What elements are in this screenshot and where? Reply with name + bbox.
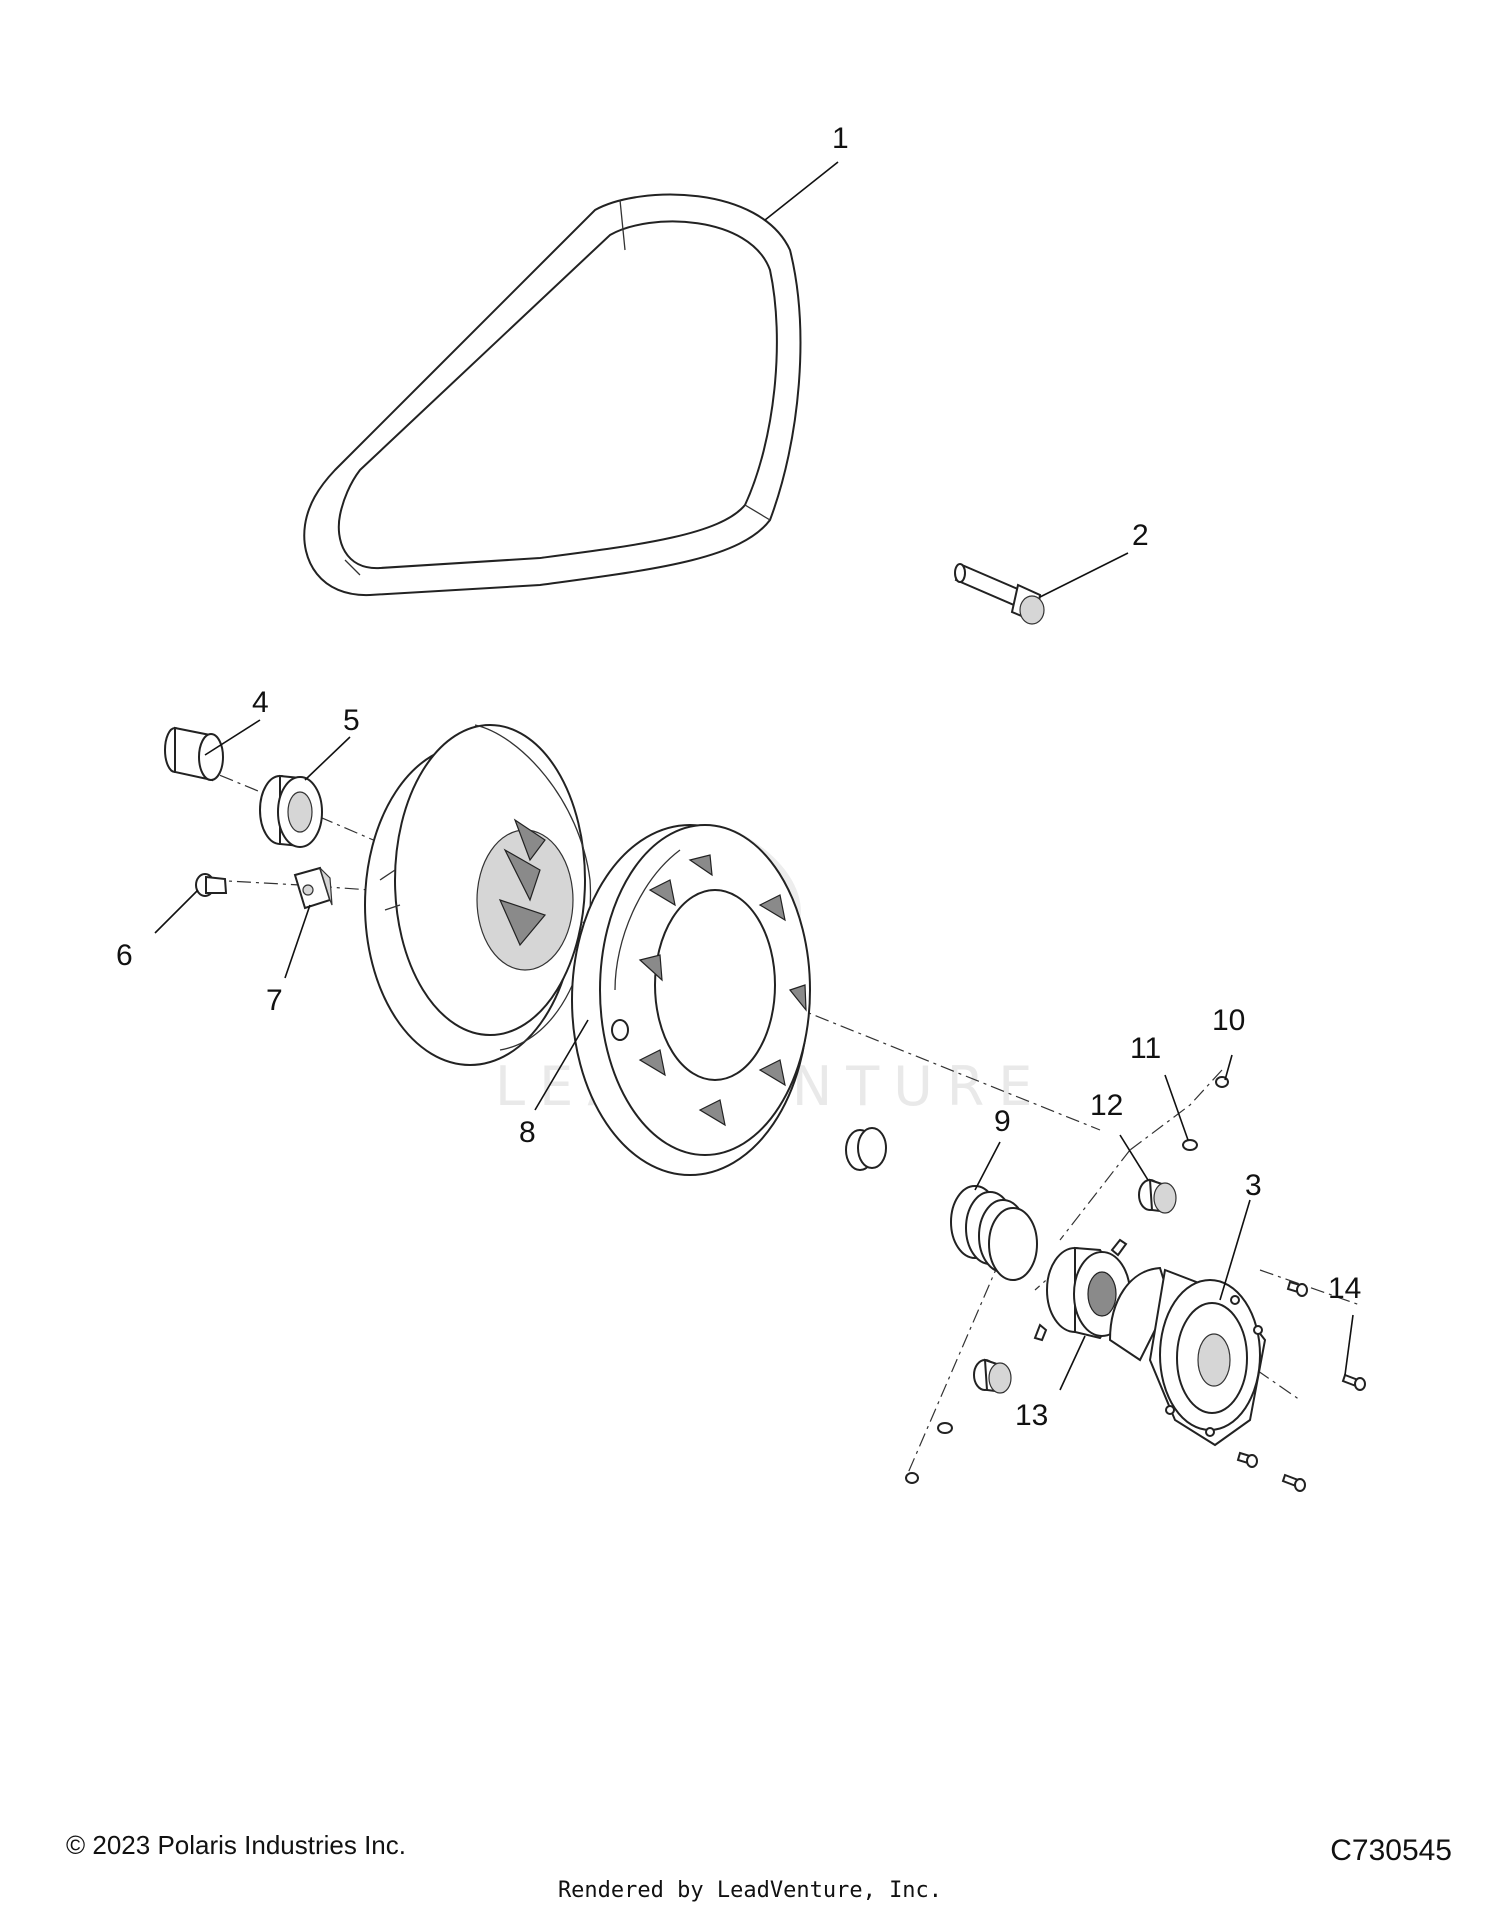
callout-13: 13: [1015, 1399, 1048, 1432]
callout-5: 5: [343, 704, 360, 737]
copyright-notice: © 2023 Polaris Industries Inc.: [66, 1830, 406, 1860]
slider-block[interactable]: [293, 866, 333, 910]
leader-lines: [154, 161, 1354, 1391]
cover-plate[interactable]: [1108, 1266, 1267, 1447]
roller-pin[interactable]: [195, 873, 228, 897]
drawing-code: C730545: [1330, 1834, 1452, 1867]
compression-spring[interactable]: [950, 1185, 1038, 1281]
bearing[interactable]: [259, 774, 323, 848]
retaining-ring-lower[interactable]: [905, 1472, 919, 1484]
callout-4: 4: [252, 686, 269, 719]
callout-2: 2: [1132, 519, 1149, 552]
helix-cam[interactable]: [1033, 1238, 1131, 1342]
callout-labels: 1 2 3 4 5 6 7 8 9 10 11 12 13 14: [116, 122, 1361, 1432]
callout-10: 10: [1212, 1004, 1245, 1037]
cam-roller-lower[interactable]: [973, 1358, 1012, 1394]
spring-seat[interactable]: [845, 1127, 887, 1171]
washer-lower[interactable]: [937, 1422, 953, 1434]
callout-6: 6: [116, 939, 133, 972]
washer-upper[interactable]: [1182, 1139, 1198, 1151]
drive-belt[interactable]: [303, 193, 802, 597]
callout-14: 14: [1328, 1272, 1361, 1305]
bushing[interactable]: [164, 726, 224, 782]
callout-8: 8: [519, 1116, 536, 1149]
movable-sheave[interactable]: [364, 724, 592, 1066]
rendered-by-notice: Rendered by LeadVenture, Inc.: [557, 1878, 943, 1903]
callout-12: 12: [1090, 1089, 1123, 1122]
callout-7: 7: [266, 984, 283, 1017]
fixed-sheave[interactable]: [571, 824, 811, 1176]
flange-bolt[interactable]: [954, 563, 1045, 625]
cam-roller-upper[interactable]: [1138, 1178, 1177, 1214]
callout-11: 11: [1130, 1032, 1161, 1065]
callout-1: 1: [832, 122, 849, 155]
callout-3: 3: [1245, 1169, 1262, 1202]
callout-9: 9: [994, 1105, 1011, 1138]
cover-screws[interactable]: [1236, 1280, 1366, 1492]
